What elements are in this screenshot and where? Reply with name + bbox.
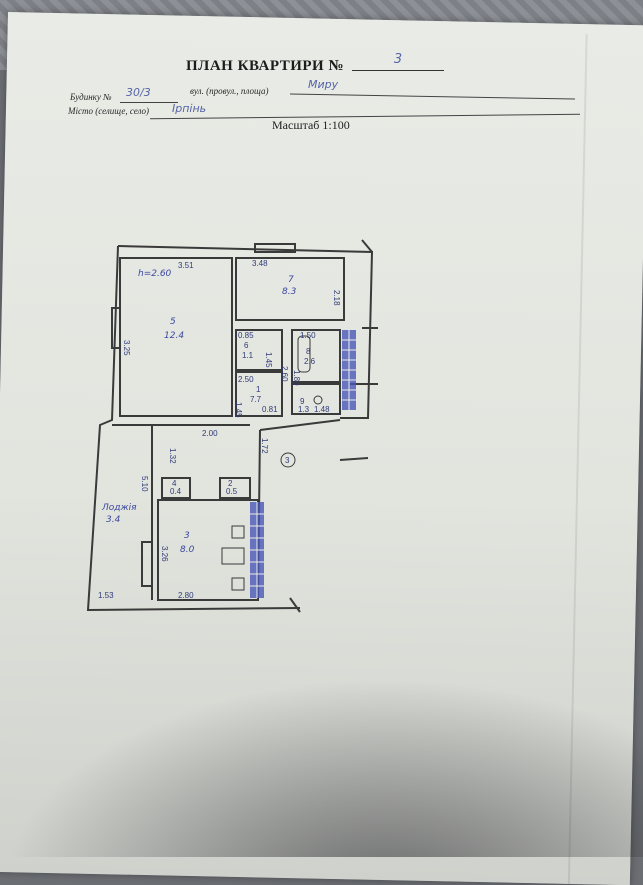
room-2-area: 0.5	[226, 487, 238, 496]
hatched-wall-kitchen	[250, 502, 264, 598]
room-1-wall	[235, 371, 283, 417]
building-label: Будинку №	[70, 92, 112, 102]
dim-label: 5.10	[140, 476, 149, 492]
document-title: ПЛАН КВАРТИРИ №	[186, 58, 345, 74]
city-value: Ірпінь	[172, 102, 207, 115]
dim-label: 3.51	[178, 261, 194, 270]
room-6-wall	[235, 329, 283, 371]
window-left	[111, 307, 121, 349]
dim-label: 1.50	[300, 331, 316, 340]
room-7-wall	[235, 257, 345, 321]
room-7-number: 7	[288, 275, 294, 285]
room-5-area: 12.4	[164, 331, 184, 341]
dim-label: 1.45	[234, 402, 243, 418]
city-label: Місто (селище, село)	[68, 106, 149, 116]
room-3-wall	[157, 499, 259, 601]
stove-burner-icon	[231, 525, 245, 539]
room-8-area: 2.6	[304, 357, 316, 366]
loggia-label: Лоджія	[101, 503, 137, 513]
room-4-number: 4	[172, 479, 177, 488]
dim-label: 1.80	[292, 370, 301, 386]
room-9-wall	[291, 383, 341, 415]
room-1-number: 1	[256, 385, 261, 394]
marker-circle-label: 3	[285, 456, 290, 465]
room-2-wall	[219, 477, 251, 499]
dim-label: 1.53	[98, 591, 114, 600]
street-label: вул. (провул., площа)	[190, 86, 269, 96]
room-4-area: 0.4	[170, 487, 182, 496]
marker-circle	[280, 452, 296, 468]
stove-icon	[221, 547, 245, 565]
dim-label: 2.00	[202, 429, 218, 438]
room-3-number: 3	[184, 531, 190, 541]
dim-label: 1.72	[260, 438, 269, 454]
dim-label: 2.80	[178, 591, 194, 600]
dim-label: 1.48	[314, 405, 330, 414]
loggia-area: 3.4	[106, 515, 121, 525]
dim-label: 3.25	[122, 340, 131, 356]
tick-bottom-right	[339, 457, 369, 461]
room-8-wall	[291, 329, 341, 383]
dim-label: 0.81	[262, 405, 278, 414]
dim-label: 1.45	[264, 352, 273, 368]
window-kitchen	[141, 541, 153, 587]
dim-label: 2.18	[332, 290, 341, 306]
room-3-area: 8.0	[180, 545, 195, 555]
room-9-area: 1.3	[298, 405, 310, 414]
room-2-number: 2	[228, 479, 233, 488]
dim-label: 3.26	[160, 546, 169, 562]
room-6-area: 1.1	[242, 351, 254, 360]
dim-label: 2.50	[238, 375, 254, 384]
outer-wall-top-right	[117, 245, 374, 419]
dim-label: 3.48	[252, 259, 268, 268]
room-8-number: 8	[306, 347, 311, 356]
dim-label: 2.60	[280, 366, 289, 382]
hatched-wall-bathroom	[342, 330, 356, 410]
ceiling-height-label: h=2.60	[138, 269, 172, 279]
street-value: Миру	[308, 78, 339, 91]
sink-icon	[313, 395, 323, 405]
apartment-number: 3	[352, 52, 444, 71]
dim-label: 1.32	[168, 448, 177, 464]
outer-wall-left	[86, 245, 301, 612]
scale-label: Масштаб 1:100	[272, 118, 350, 132]
bathtub-icon	[297, 335, 311, 373]
kitchen-sink-icon	[231, 577, 245, 591]
tick-bottom	[289, 597, 301, 613]
building-underline	[120, 102, 178, 103]
window-top	[254, 243, 296, 253]
room-6-number: 6	[244, 341, 249, 350]
room-7-area: 8.3	[282, 287, 297, 297]
room-4-wall	[161, 477, 191, 499]
room-9-number: 9	[300, 397, 305, 406]
floor-plan: 3 h=2.60 5 12.4 7 8.3 6 1.1 8 2.6 1 7.7 …	[86, 239, 378, 613]
dim-label: 0.85	[238, 331, 254, 340]
building-number: 30/3	[126, 86, 151, 99]
room-1-area: 7.7	[250, 395, 262, 404]
outer-wall-corridor	[259, 419, 341, 431]
room-5-number: 5	[170, 317, 176, 327]
tick-top-right	[361, 239, 373, 253]
